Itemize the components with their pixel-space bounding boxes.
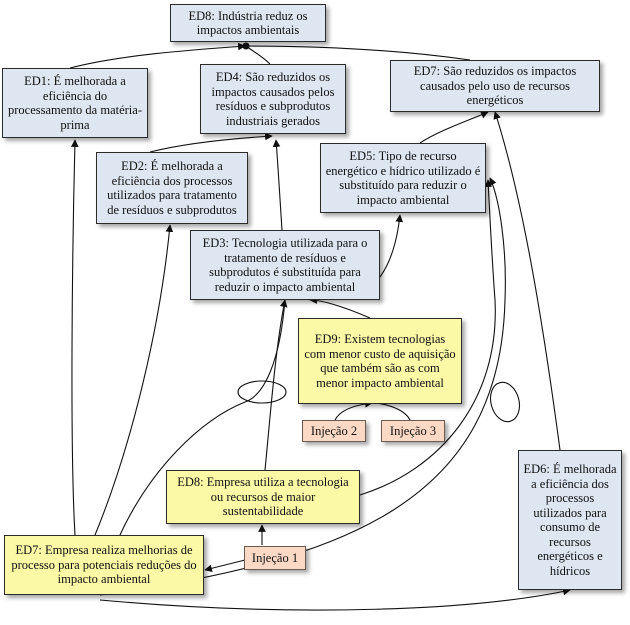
node-ed7-bottom: ED7: Empresa realiza melhorias de proces… <box>4 535 204 595</box>
node-ed2: ED2: É melhorada a eficiência dos proces… <box>96 152 248 224</box>
node-injecao-2: Injeção 2 <box>302 420 366 442</box>
link-inj3-to-ed9 <box>375 402 411 421</box>
node-ed3: ED3: Tecnologia utilizada para o tratame… <box>190 230 380 300</box>
node-injecao-3: Injeção 3 <box>381 420 445 442</box>
and-connector-ed8 <box>242 42 250 50</box>
node-ed6: ED6: É melhorada a eficiência dos proces… <box>518 450 622 590</box>
link-ed7bottom-to-ed2 <box>94 224 174 536</box>
node-ed9: ED9: Existem tecnologias com menor custo… <box>298 318 462 404</box>
node-injecao-1: Injeção 1 <box>244 546 306 570</box>
link-ed8mid-to-ed3 <box>264 299 288 471</box>
link-ed3-to-ed4 <box>272 139 283 231</box>
link-ed7-to-ed8 <box>245 45 471 61</box>
node-ed4: ED4: São reduzidos os impactos causados … <box>200 64 346 134</box>
node-ed1: ED1: É melhorada a eficiência do process… <box>2 68 148 138</box>
node-ed8-top: ED8: Indústria reduz os impactos ambient… <box>170 4 326 42</box>
link-inj2-to-ed9 <box>334 399 373 421</box>
node-ed5: ED5: Tipo de recurso energético e hídric… <box>320 143 486 213</box>
link-ed2-to-ed4 <box>149 132 273 153</box>
link-ed7bottom-to-ed1 <box>70 139 79 536</box>
link-ed4-to-ed8 <box>245 45 271 65</box>
link-inj1-to-ed7bottom <box>204 559 246 573</box>
ellipse-conflict-right <box>489 381 521 423</box>
link-ed6-to-ed7 <box>493 111 561 451</box>
link-ed7bottom-to-ed6 <box>99 587 571 611</box>
link-ed7bottom-to-ed3-loop <box>119 299 286 536</box>
link-ed1-to-ed8 <box>69 42 246 69</box>
node-ed8-mid: ED8: Empresa utiliza a tecnologia ou rec… <box>166 470 360 524</box>
link-ed8mid-to-ed5 <box>359 179 496 496</box>
link-ed5-to-ed7 <box>419 111 489 144</box>
ellipse-conflict-left <box>237 380 287 404</box>
node-ed7-top: ED7: São reduzidos os impactos causados … <box>390 60 600 112</box>
link-ed9-to-ed3 <box>309 296 371 319</box>
